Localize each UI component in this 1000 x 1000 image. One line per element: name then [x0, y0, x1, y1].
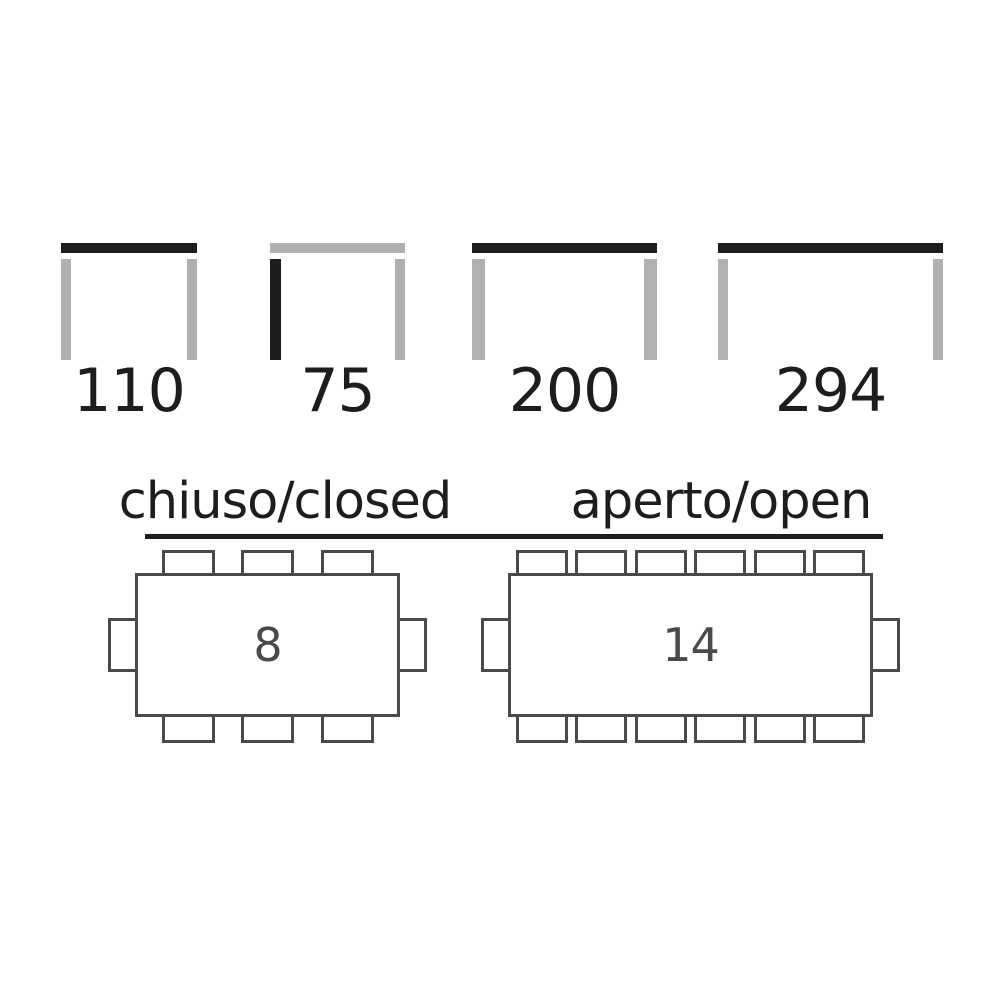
table-plan-open: 14 — [481, 550, 900, 743]
chair — [634, 714, 687, 743]
table-leg-right — [933, 259, 943, 360]
tabletop-open: 14 — [508, 573, 873, 717]
tabletop-closed: 8 — [135, 573, 400, 717]
chair — [397, 618, 427, 672]
chair — [753, 550, 806, 577]
table-leg-left — [718, 259, 728, 360]
tabletop-bar — [61, 243, 197, 253]
chair — [575, 714, 628, 743]
dimension-label: 75 — [300, 356, 375, 426]
side-view-table-2: 75 — [270, 243, 405, 433]
chair — [241, 714, 294, 743]
table-leg-right — [187, 259, 197, 360]
table-leg-left — [472, 259, 485, 360]
open-state-label: aperto/open — [570, 472, 873, 531]
side-view-table-1: 110 — [61, 243, 197, 433]
table-leg-left — [270, 259, 281, 360]
chair — [813, 714, 866, 743]
chair — [481, 618, 511, 672]
side-view-table-4: 294 — [718, 243, 943, 433]
dimension-label: 110 — [73, 356, 186, 426]
tabletop-bar — [718, 243, 943, 253]
seat-count: 14 — [662, 618, 720, 672]
chair — [694, 714, 747, 743]
divider-line — [145, 534, 883, 539]
closed-state-label: chiuso/closed — [118, 472, 453, 531]
dimension-label: 294 — [774, 356, 888, 426]
seat-count: 8 — [253, 618, 282, 672]
chair — [161, 714, 215, 743]
tabletop-bar — [472, 243, 657, 253]
side-view-table-3: 200 — [472, 243, 657, 433]
table-plan-closed: 8 — [108, 550, 427, 743]
chair — [320, 714, 374, 743]
table-leg-right — [644, 259, 657, 360]
chair — [108, 618, 138, 672]
chair — [515, 714, 568, 743]
dimension-label: 200 — [508, 356, 622, 426]
chair — [870, 618, 900, 672]
table-leg-left — [61, 259, 71, 360]
chair — [241, 550, 294, 577]
chair — [753, 714, 806, 743]
tabletop-bar — [270, 243, 405, 253]
table-leg-right — [395, 259, 405, 360]
chair — [634, 550, 687, 577]
